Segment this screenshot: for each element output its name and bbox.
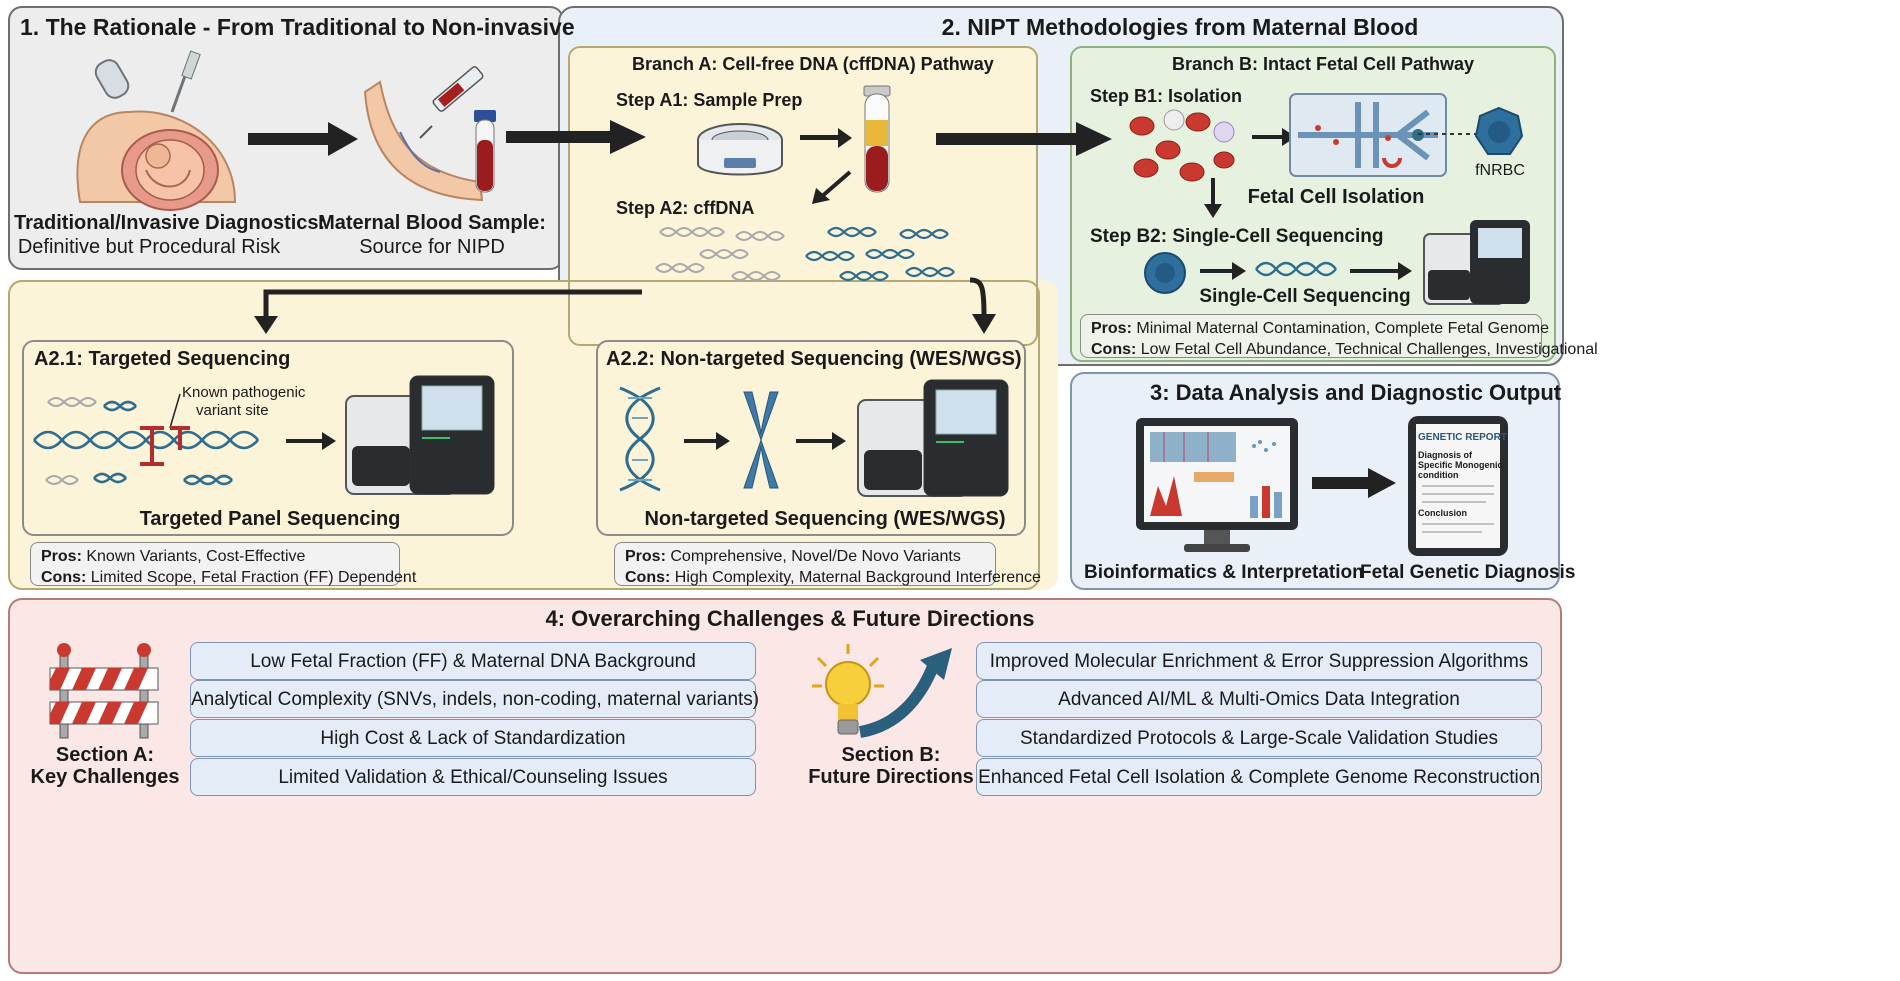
traditional-sub: Definitive but Procedural Risk (17, 236, 281, 258)
traditional-label: Traditional/Invasive Diagnostics: (14, 212, 326, 234)
section-a-line1: Section A: (55, 744, 155, 766)
dna-helix-icon (619, 386, 661, 492)
section1-title: 1. The Rationale - From Traditional to N… (20, 14, 575, 40)
bioinformatics-caption: Bioinformatics & Interpretation (1084, 562, 1364, 583)
centrifuge-icon (697, 123, 783, 176)
report-title: GENETIC REPORT (1418, 432, 1507, 443)
arrow-icon (254, 289, 642, 334)
annotation-line1: Known pathogenic (182, 384, 306, 401)
report-line3: condition (1418, 470, 1459, 480)
isolation-caption: Fetal Cell Isolation (1247, 186, 1425, 208)
challenge-item: Low Fetal Fraction (FF) & Maternal DNA B… (190, 642, 756, 680)
nontargeted-title: A2.2: Non-targeted Sequencing (WES/WGS) (606, 348, 1022, 370)
pros-label: Pros: (625, 548, 666, 565)
direction-item: Enhanced Fetal Cell Isolation & Complete… (976, 758, 1542, 796)
pros-text: Minimal Maternal Contamination, Complete… (1136, 320, 1549, 337)
pregnancy-ultrasound-icon (76, 50, 237, 211)
annotation-line2: variant site (196, 402, 269, 419)
pros-label: Pros: (41, 548, 82, 565)
diagnosis-caption: Fetal Genetic Diagnosis (1360, 562, 1576, 583)
cons-text: Limited Scope, Fetal Fraction (FF) Depen… (90, 569, 417, 586)
targeted-caption: Targeted Panel Sequencing (139, 508, 401, 530)
arrow-icon (858, 648, 952, 738)
section2-title: 2. NIPT Methodologies from Maternal Bloo… (941, 14, 1419, 40)
arrow-icon (506, 120, 646, 154)
arrow-icon (1312, 468, 1396, 498)
pros-text: Comprehensive, Novel/De Novo Variants (670, 548, 961, 565)
cons-text: Low Fetal Cell Abundance, Technical Chal… (1140, 341, 1598, 358)
cell-icon (1129, 109, 1235, 182)
arrow-icon (1204, 178, 1222, 218)
report-line2: Specific Monogenic (1418, 460, 1503, 470)
chromosome-icon (743, 391, 779, 489)
pros-label: Pros: (1091, 320, 1132, 337)
branch-b-title: Branch B: Intact Fetal Cell Pathway (1172, 54, 1475, 74)
step-b1-label: Step B1: Isolation (1090, 86, 1243, 106)
fnrbc-label: fNRBC (1475, 162, 1525, 179)
sequencer-icon (857, 379, 1009, 497)
report-line1: Diagnosis of (1418, 450, 1473, 460)
direction-item: Advanced AI/ML & Multi-Omics Data Integr… (976, 680, 1542, 718)
branch-a-title: Branch A: Cell-free DNA (cffDNA) Pathway (632, 54, 994, 74)
section-b-line2: Future Directions (808, 766, 974, 788)
nontargeted-proscons: Pros: Comprehensive, Novel/De Novo Varia… (614, 542, 1041, 586)
microfluidic-chip-icon (1289, 93, 1447, 177)
targeted-title: A2.1: Targeted Sequencing (34, 348, 291, 370)
tablet-report-icon (1408, 416, 1508, 556)
cell-icon (1474, 106, 1524, 155)
step-a1-label: Step A1: Sample Prep (616, 90, 803, 110)
arrow-icon (936, 122, 1112, 156)
arrow-icon (800, 128, 852, 148)
arrow-icon (1418, 133, 1478, 135)
branch-a-panel (568, 46, 1038, 346)
section-a-line2: Key Challenges (30, 766, 180, 788)
barrier-icon (49, 643, 159, 739)
direction-item: Improved Molecular Enrichment & Error Su… (976, 642, 1542, 680)
direction-item: Standardized Protocols & Large-Scale Val… (976, 719, 1542, 757)
lightbulb-icon (812, 644, 884, 735)
step-a2-label: Step A2: cffDNA (616, 198, 755, 218)
arrow-icon (286, 432, 336, 450)
blood-tube-icon (863, 85, 891, 193)
arrow-icon (969, 277, 996, 334)
pros-text: Known Variants, Cost-Effective (86, 548, 306, 565)
challenge-item: Limited Validation & Ethical/Counseling … (190, 758, 756, 796)
nontargeted-caption: Non-targeted Sequencing (WES/WGS) (644, 508, 1006, 530)
section4-title: 4: Overarching Challenges & Future Direc… (545, 606, 1035, 631)
maternal-sub: Source for NIPD (359, 236, 505, 258)
sequencing-caption: Single-Cell Sequencing (1199, 286, 1411, 307)
arrow-icon (684, 432, 730, 450)
branch-a-lower-outline (8, 280, 1040, 590)
dna-helix-icon (1255, 261, 1337, 277)
challenge-item: Analytical Complexity (SNVs, indels, non… (190, 680, 759, 718)
step-b2-label: Step B2: Single-Cell Sequencing (1090, 226, 1384, 247)
targeted-proscons: Pros: Known Variants, Cost-Effective Con… (30, 542, 416, 586)
section-b-line1: Section B: (841, 744, 941, 766)
report-conclusion: Conclusion (1418, 508, 1467, 518)
dna-helix-icon (33, 393, 259, 486)
arrow-icon (248, 122, 358, 156)
branch-b-proscons: Pros: Minimal Maternal Contamination, Co… (1080, 314, 1598, 358)
cons-label: Cons: (625, 569, 671, 586)
challenge-item: High Cost & Lack of Standardization (190, 719, 756, 757)
blood-tube-icon (474, 110, 496, 193)
sequencer-icon (1423, 220, 1530, 305)
maternal-label: Maternal Blood Sample: (318, 212, 546, 234)
monitor-icon (1136, 418, 1298, 552)
dna-helix-icon (655, 226, 955, 282)
arrow-icon (812, 170, 852, 204)
section3-title: 3: Data Analysis and Diagnostic Output (1150, 380, 1562, 405)
cons-label: Cons: (1091, 341, 1137, 358)
arm-syringe-icon (363, 66, 484, 202)
sequencer-icon (345, 375, 495, 495)
arrow-icon (1200, 262, 1246, 280)
cell-icon (1144, 252, 1186, 294)
arrow-icon (796, 432, 846, 450)
cons-label: Cons: (41, 569, 87, 586)
cons-text: High Complexity, Maternal Background Int… (674, 569, 1041, 586)
arrow-icon (1350, 262, 1412, 280)
